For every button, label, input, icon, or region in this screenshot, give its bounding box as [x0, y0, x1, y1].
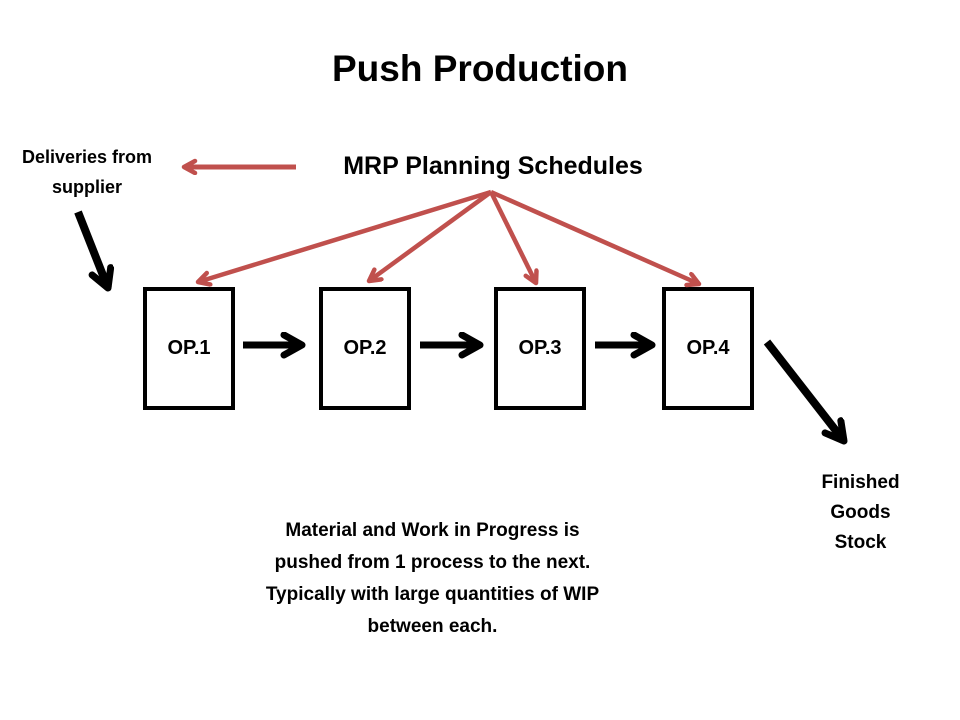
op4-label: OP.4: [686, 337, 730, 359]
op1-box: OP.1: [143, 287, 235, 410]
op1-label: OP.1: [167, 337, 211, 359]
red-arrow-mrp-to-op3: [488, 191, 536, 283]
supplier-label: Deliveries from supplier: [2, 142, 172, 202]
note-text: Material and Work in Progress is pushed …: [215, 515, 650, 643]
note-line3: Typically with large quantities of WIP: [265, 584, 600, 605]
note-line4: between each.: [367, 616, 498, 637]
op2-box: OP.2: [319, 287, 411, 410]
finished-goods-line3: Stock: [834, 532, 887, 553]
red-arrow-mrp-to-op4: [490, 189, 699, 284]
op3-box: OP.3: [494, 287, 586, 410]
finished-goods-line2: Goods: [830, 502, 891, 523]
note-line2: pushed from 1 process to the next.: [274, 552, 591, 573]
op3-label: OP.3: [518, 337, 562, 359]
red-arrow-mrp-to-op2: [369, 190, 493, 281]
black-arrow-op4-to-finished-goods: [763, 339, 844, 441]
diagram-title: Push Production: [332, 48, 628, 89]
mrp-schedules-label: MRP Planning Schedules: [343, 152, 643, 180]
black-arrow-supplier-to-op1: [74, 210, 108, 288]
op4-box: OP.4: [662, 287, 754, 410]
finished-goods-label: Finished Goods Stock: [788, 468, 933, 558]
supplier-label-line2: supplier: [51, 177, 122, 197]
supplier-label-line1: Deliveries from: [21, 147, 153, 167]
finished-goods-line1: Finished: [821, 472, 900, 493]
red-arrow-mrp-to-op1: [198, 189, 492, 282]
op2-label: OP.2: [343, 337, 387, 359]
note-line1: Material and Work in Progress is: [285, 520, 580, 541]
